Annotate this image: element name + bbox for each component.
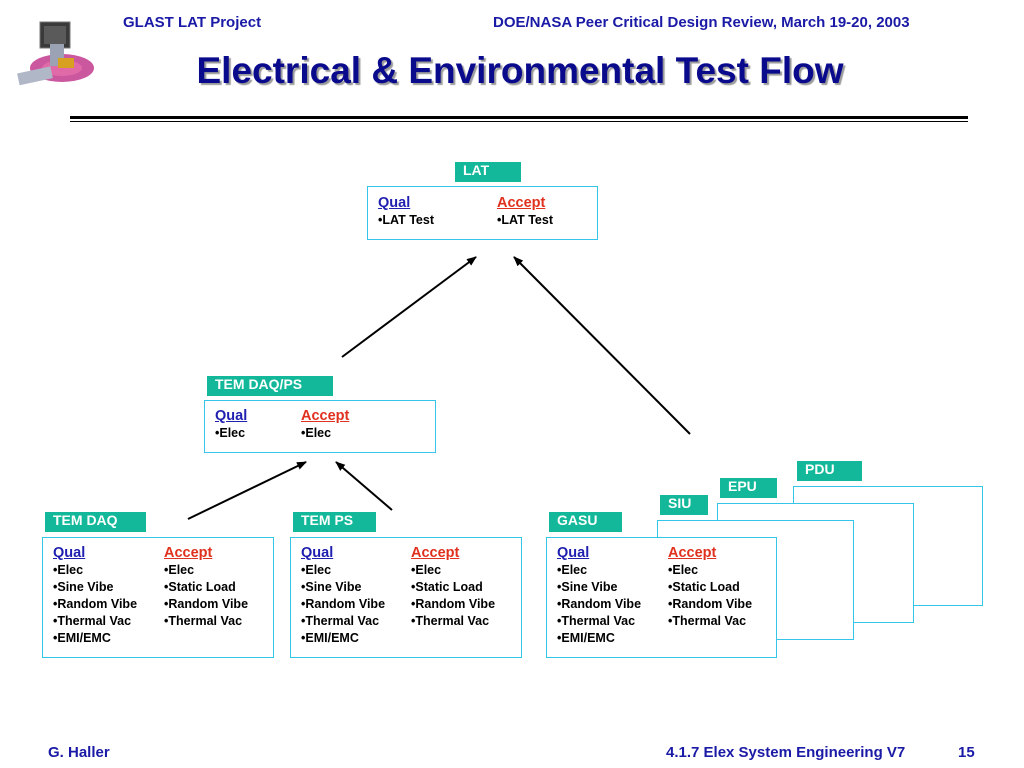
tem-ps-tag: TEM PS — [293, 512, 376, 532]
test-item: •Thermal Vac — [301, 614, 380, 628]
test-item: •Static Load — [164, 580, 236, 594]
footer-section: 4.1.7 Elex System Engineering V7 — [666, 744, 906, 761]
test-item: •Random Vibe — [301, 597, 386, 611]
gasu-accept-label: Accept — [668, 545, 717, 561]
test-item: •Static Load — [668, 580, 740, 594]
test-item: •Elec — [411, 563, 442, 577]
gasu-qual-col: Qual •Elec •Sine Vibe •Random Vibe •Thermal… — [557, 545, 641, 647]
tem-daq-ps-accept-label: Accept — [301, 408, 350, 424]
footer-page-number: 15 — [958, 744, 975, 761]
test-item: •LAT Test — [497, 213, 553, 227]
gasu-box: Qual •Elec •Sine Vibe •Random Vibe •Thermal… — [546, 537, 777, 658]
siu-tag: SIU — [660, 495, 708, 515]
project-name: GLAST LAT Project — [123, 14, 262, 31]
gasu-qual-label: Qual — [557, 545, 590, 561]
test-item: •Sine Vibe — [53, 580, 114, 594]
test-item: •Thermal Vac — [557, 614, 636, 628]
test-item: •Random Vibe — [411, 597, 496, 611]
tem-daq-tag: TEM DAQ — [45, 512, 146, 532]
title-divider — [70, 116, 968, 119]
test-item: •Random Vibe — [164, 597, 249, 611]
tem-daq-qual-col: Qual •Elec •Sine Vibe •Random Vibe •Thermal… — [53, 545, 137, 647]
test-item: •EMI/EMC — [301, 631, 359, 645]
arrow-temdaqps-to-lat — [341, 256, 477, 358]
test-item: •Thermal Vac — [411, 614, 490, 628]
tem-ps-box: Qual •Elec •Sine Vibe •Random Vibe •Thermal… — [290, 537, 522, 658]
test-item: •Random Vibe — [668, 597, 753, 611]
review-title: DOE/NASA Peer Critical Design Review, Ma… — [493, 14, 910, 31]
test-item: •Elec — [215, 426, 246, 440]
title-divider-thin — [70, 121, 968, 122]
page-title: Electrical & Environmental Test Flow — [196, 50, 844, 91]
epu-tag: EPU — [720, 478, 777, 498]
test-item: •EMI/EMC — [53, 631, 111, 645]
tem-daq-accept-col: Accept •Elec •Static Load •Random Vibe •The… — [164, 545, 248, 630]
tem-daq-ps-box: Qual •Elec Accept •Elec — [204, 400, 436, 453]
tem-daq-box: Qual •Elec •Sine Vibe •Random Vibe •Thermal… — [42, 537, 274, 658]
arrow-temps-to-temdaqps — [335, 461, 393, 511]
tem-ps-qual-col: Qual •Elec •Sine Vibe •Random Vibe •Thermal… — [301, 545, 385, 647]
pdu-tag: PDU — [797, 461, 862, 481]
test-item: •Elec — [557, 563, 588, 577]
test-item: •Elec — [164, 563, 195, 577]
lat-box: Qual •LAT Test Accept •LAT Test — [367, 186, 598, 240]
gasu-tag: GASU — [549, 512, 622, 532]
lat-tag: LAT — [455, 162, 521, 182]
test-item: •Sine Vibe — [301, 580, 362, 594]
tem-ps-qual-label: Qual — [301, 545, 334, 561]
test-item: •Elec — [301, 563, 332, 577]
test-item: •Sine Vibe — [557, 580, 618, 594]
test-item: •Static Load — [411, 580, 483, 594]
test-item: •EMI/EMC — [557, 631, 615, 645]
test-item: •LAT Test — [378, 213, 434, 227]
test-item: •Elec — [668, 563, 699, 577]
glast-satellite-logo-icon — [14, 18, 98, 90]
tem-daq-ps-accept-col: Accept •Elec — [301, 408, 349, 442]
test-item: •Thermal Vac — [164, 614, 243, 628]
arrow-temdaq-to-temdaqps — [187, 461, 307, 520]
test-item: •Random Vibe — [53, 597, 138, 611]
arrow-gasu-to-lat — [513, 256, 691, 435]
test-item: •Thermal Vac — [668, 614, 747, 628]
tem-daq-ps-qual-col: Qual •Elec — [215, 408, 247, 442]
test-item: •Random Vibe — [557, 597, 642, 611]
test-item: •Elec — [301, 426, 332, 440]
tem-daq-ps-qual-label: Qual — [215, 408, 248, 424]
test-item: •Thermal Vac — [53, 614, 132, 628]
tem-daq-accept-label: Accept — [164, 545, 213, 561]
tem-daq-ps-tag: TEM DAQ/PS — [207, 376, 333, 396]
lat-accept-label: Accept — [497, 195, 546, 211]
tem-ps-accept-label: Accept — [411, 545, 460, 561]
tem-ps-accept-col: Accept •Elec •Static Load •Random Vibe •The… — [411, 545, 495, 630]
gasu-accept-col: Accept •Elec •Static Load •Random Vibe •The… — [668, 545, 752, 630]
test-item: •Elec — [53, 563, 84, 577]
lat-accept-col: Accept •LAT Test — [497, 195, 553, 229]
footer-author: G. Haller — [48, 744, 110, 761]
lat-qual-col: Qual •LAT Test — [378, 195, 434, 229]
tem-daq-qual-label: Qual — [53, 545, 86, 561]
lat-qual-label: Qual — [378, 195, 411, 211]
